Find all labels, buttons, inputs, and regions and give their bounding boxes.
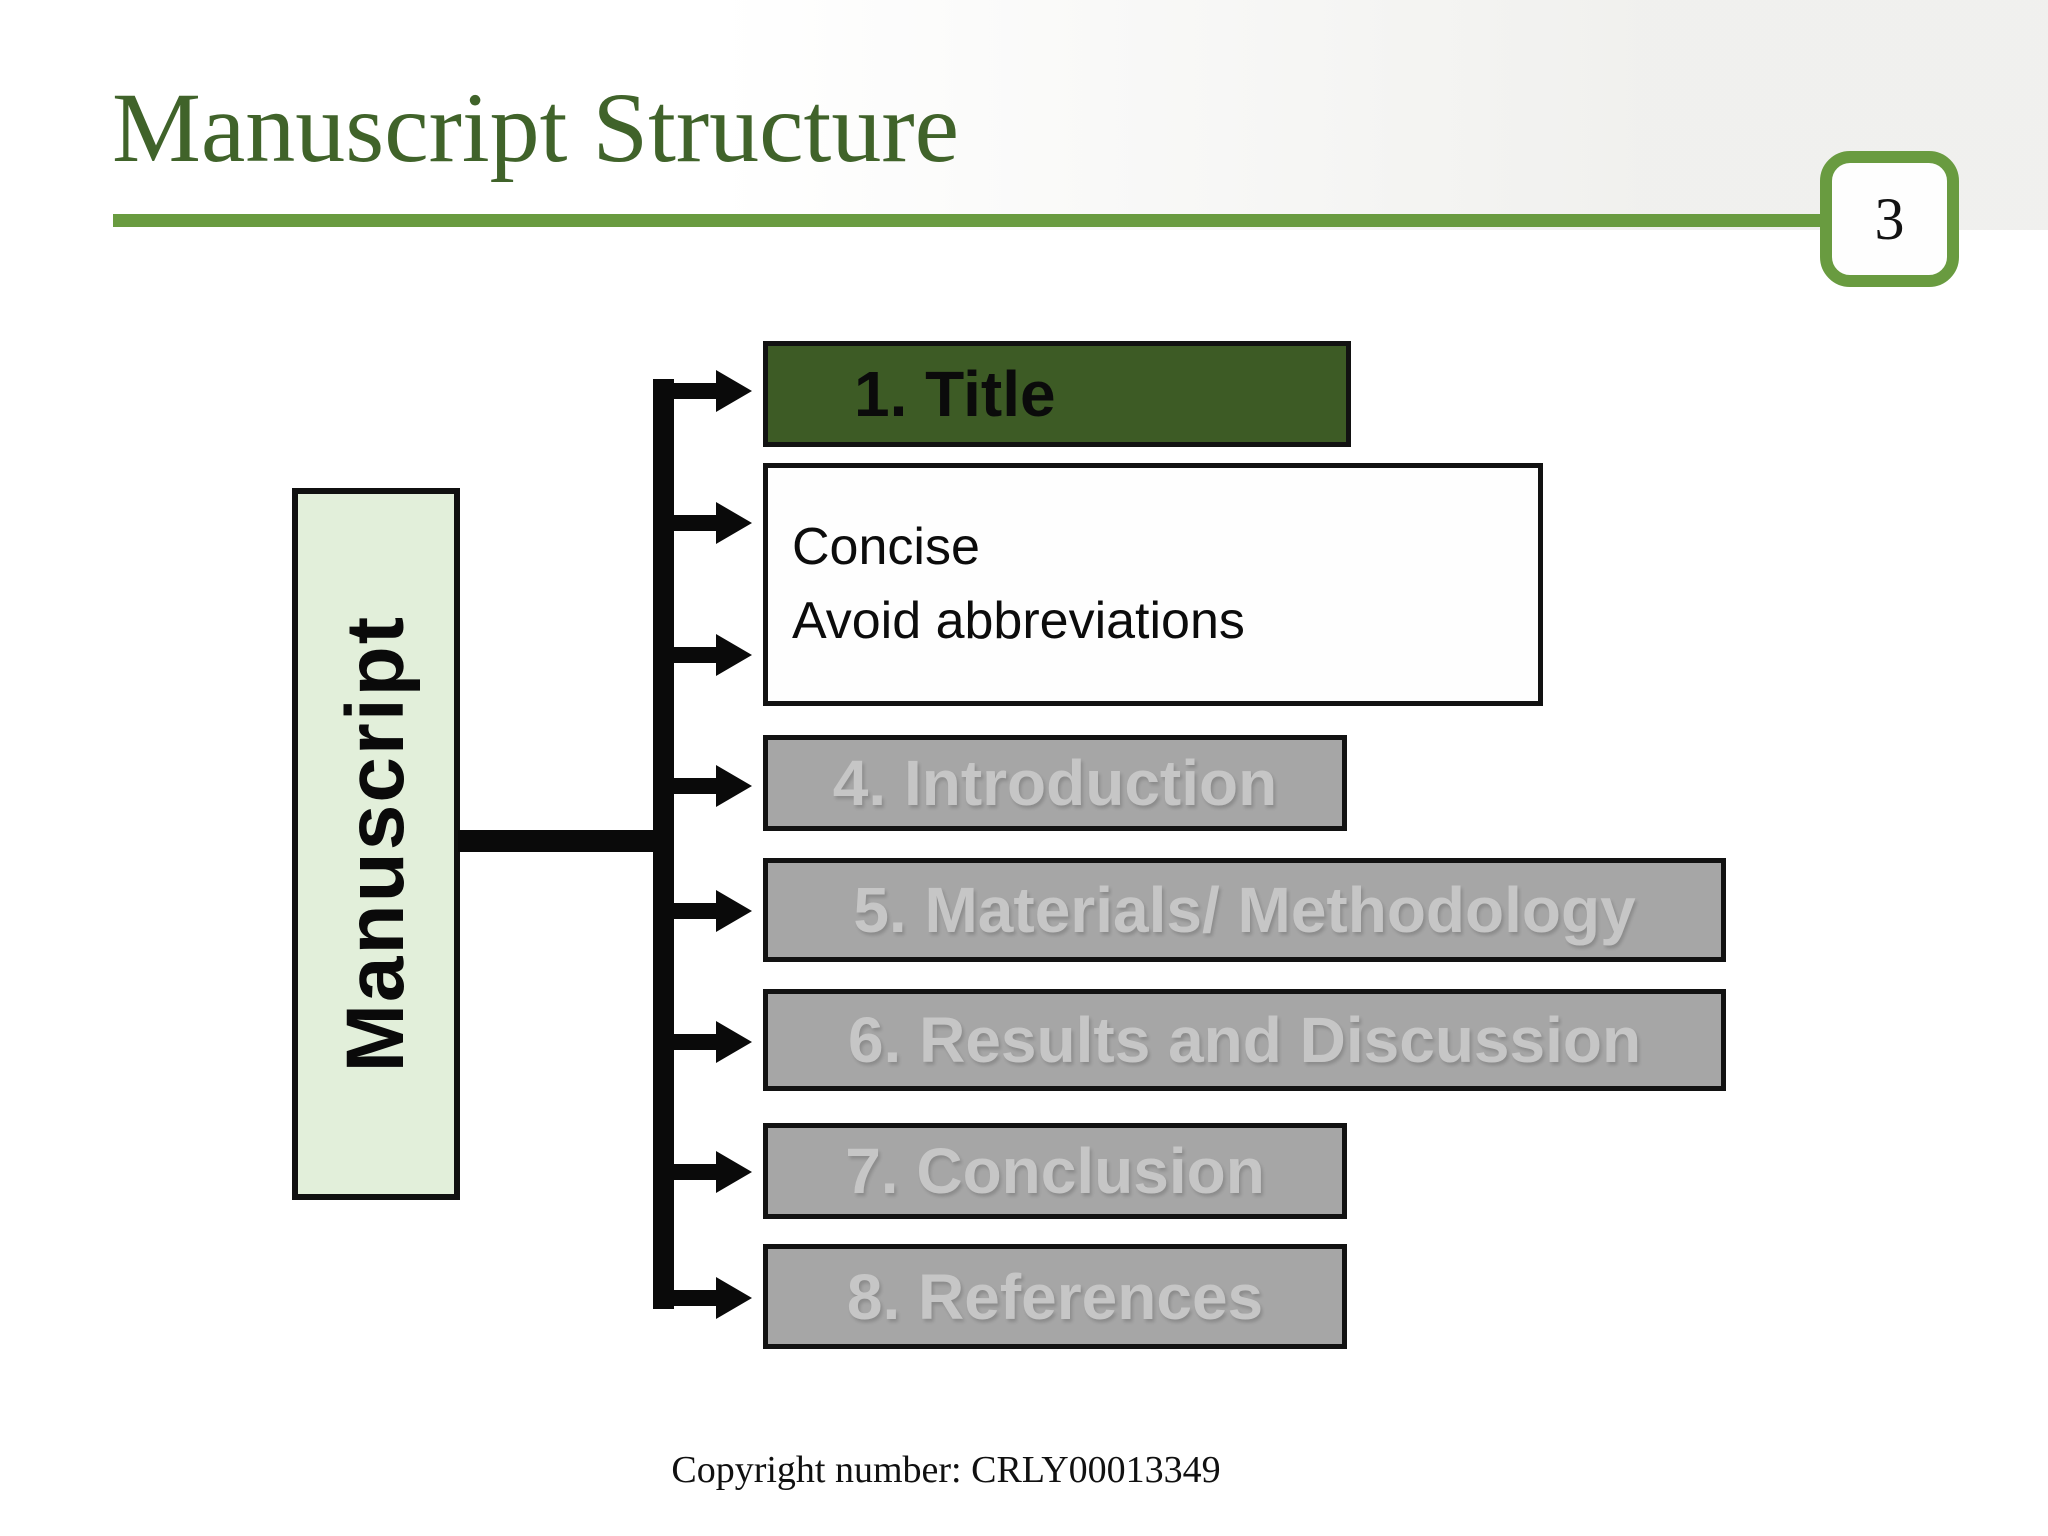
- node-references-box: 8. References: [763, 1244, 1347, 1349]
- root-connector-line: [458, 830, 674, 852]
- arrow-right-icon: [664, 370, 752, 412]
- page-number-badge: 3: [1820, 151, 1959, 287]
- arrow-right-icon: [664, 1277, 752, 1319]
- arrow-right-icon: [664, 502, 752, 544]
- arrow-right-icon: [664, 765, 752, 807]
- diagram-root-box: Manuscript: [292, 488, 460, 1200]
- title-underline-rule: [113, 214, 1820, 227]
- background-tint: [0, 0, 2048, 230]
- arrow-right-icon: [664, 890, 752, 932]
- node-title-box: 1. Title: [763, 341, 1351, 447]
- note-line: Concise: [792, 517, 980, 576]
- trunk-line: [653, 379, 674, 1309]
- node-results-discussion-box: 6. Results and Discussion: [763, 989, 1726, 1091]
- slide-title: Manuscript Structure: [112, 72, 960, 183]
- page-number: 3: [1874, 185, 1905, 252]
- node-materials-methodology-box: 5. Materials/ Methodology: [763, 858, 1726, 962]
- diagram-root-label: Manuscript: [330, 615, 421, 1073]
- node-introduction-box: 4. Introduction: [763, 735, 1347, 831]
- arrow-right-icon: [664, 634, 752, 676]
- arrow-right-icon: [664, 1151, 752, 1193]
- node-conclusion-box: 7. Conclusion: [763, 1123, 1347, 1219]
- note-line: Avoid abbreviations: [792, 591, 1245, 650]
- arrow-right-icon: [664, 1021, 752, 1063]
- node-title-notes-box: Concise Avoid abbreviations: [763, 463, 1543, 706]
- copyright-footer: Copyright number: CRLY00013349: [671, 1449, 1221, 1491]
